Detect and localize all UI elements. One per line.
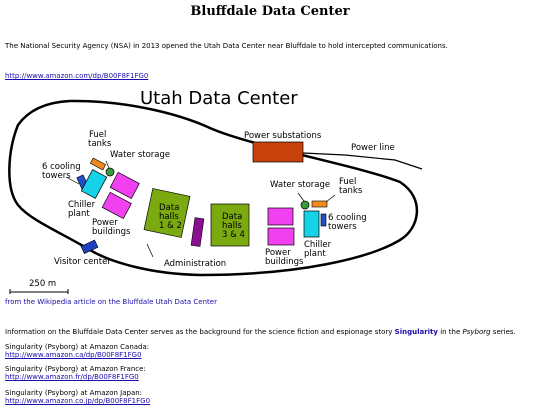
svg-text:plant: plant <box>304 249 326 259</box>
label-fuel-tanks-left: Fuel <box>89 130 106 140</box>
label-chiller-plant-right: Chiller <box>304 240 332 250</box>
label-power-buildings-left: Power <box>92 218 118 228</box>
label-water-storage-right: Water storage <box>270 180 330 190</box>
power-building-right-1 <box>267 207 294 226</box>
store-canada-label: Singularity (Psyborg) at Amazon Canada: <box>5 343 150 351</box>
map-title: Utah Data Center <box>140 88 298 109</box>
store-japan-label: Singularity (Psyborg) at Amazon Japan: <box>5 389 143 397</box>
label-water-storage-left: Water storage <box>110 150 170 160</box>
chiller-plant-right <box>303 210 320 238</box>
power-building-right-2 <box>267 227 295 246</box>
label-chiller-plant-left: Chiller <box>68 200 96 210</box>
store-france-label: Singularity (Psyborg) at Amazon France: <box>5 365 146 373</box>
perimeter-fence <box>8 99 419 277</box>
svg-text:towers: towers <box>328 222 357 232</box>
power-substation <box>252 141 304 163</box>
amazon-jp-link[interactable]: http://www.amazon.co.jp/dp/B00F8F1FG0 <box>5 397 151 405</box>
label-scale: 250 m <box>29 279 56 289</box>
label-data-halls-1-2: Data <box>159 203 179 213</box>
label-fuel-tanks-right: Fuel <box>339 177 356 187</box>
power-line <box>302 152 423 170</box>
svg-text:tanks: tanks <box>339 186 363 196</box>
svg-text:buildings: buildings <box>265 257 304 267</box>
power-building-left-2 <box>101 191 132 220</box>
svg-text:halls: halls <box>222 221 242 231</box>
wikipedia-source-link[interactable]: from the Wikipedia article on the Bluffd… <box>5 298 217 306</box>
svg-text:halls: halls <box>159 212 179 222</box>
label-power-substations: Power substations <box>244 131 322 141</box>
power-building-left-1 <box>109 171 140 200</box>
cooling-towers-right <box>320 213 327 227</box>
label-administration: Administration <box>164 259 226 269</box>
label-visitor-center: Visitor center <box>54 257 111 267</box>
data-halls-1-2 <box>143 188 191 238</box>
singularity-link[interactable]: Singularity <box>394 328 438 336</box>
page-title: Bluffdale Data Center <box>190 4 350 19</box>
intro-text: The National Security Agency (NSA) in 20… <box>5 42 448 50</box>
amazon-ca-link[interactable]: http://www.amazon.ca/dp/B00F8F1FG0 <box>5 351 142 359</box>
svg-text:3 & 4: 3 & 4 <box>222 230 245 240</box>
label-cooling-towers-left: 6 cooling <box>42 162 81 172</box>
visitor-center <box>80 239 99 254</box>
amazon-com-link[interactable]: http://www.amazon.com/dp/B00F8F1FG0 <box>5 72 149 80</box>
water-storage-tank-left <box>105 167 115 177</box>
data-halls-3-4 <box>210 203 250 247</box>
label-power-line: Power line <box>351 143 395 153</box>
svg-text:buildings: buildings <box>92 227 131 237</box>
fuel-tank-right <box>311 200 328 208</box>
amazon-fr-link[interactable]: http://www.amazon.fr/dp/B00F8F1FG0 <box>5 373 139 381</box>
administration-building <box>190 217 205 247</box>
label-cooling-towers-right: 6 cooling <box>328 213 367 223</box>
svg-text:tanks: tanks <box>88 139 112 149</box>
water-storage-tank-right <box>300 200 310 210</box>
label-data-halls-3-4: Data <box>222 212 242 222</box>
info-paragraph: Information on the Bluffdale Data Center… <box>5 328 516 336</box>
leader-lines <box>65 160 336 258</box>
label-power-buildings-right: Power <box>265 248 291 258</box>
fuel-tank-left <box>90 157 106 171</box>
utah-data-center-map: Utah Data Center Fuel tanks Water storag… <box>8 88 423 294</box>
svg-text:towers: towers <box>42 171 71 181</box>
svg-text:1 & 2: 1 & 2 <box>159 221 182 231</box>
svg-text:plant: plant <box>68 209 90 219</box>
chiller-plant-left <box>80 169 108 199</box>
